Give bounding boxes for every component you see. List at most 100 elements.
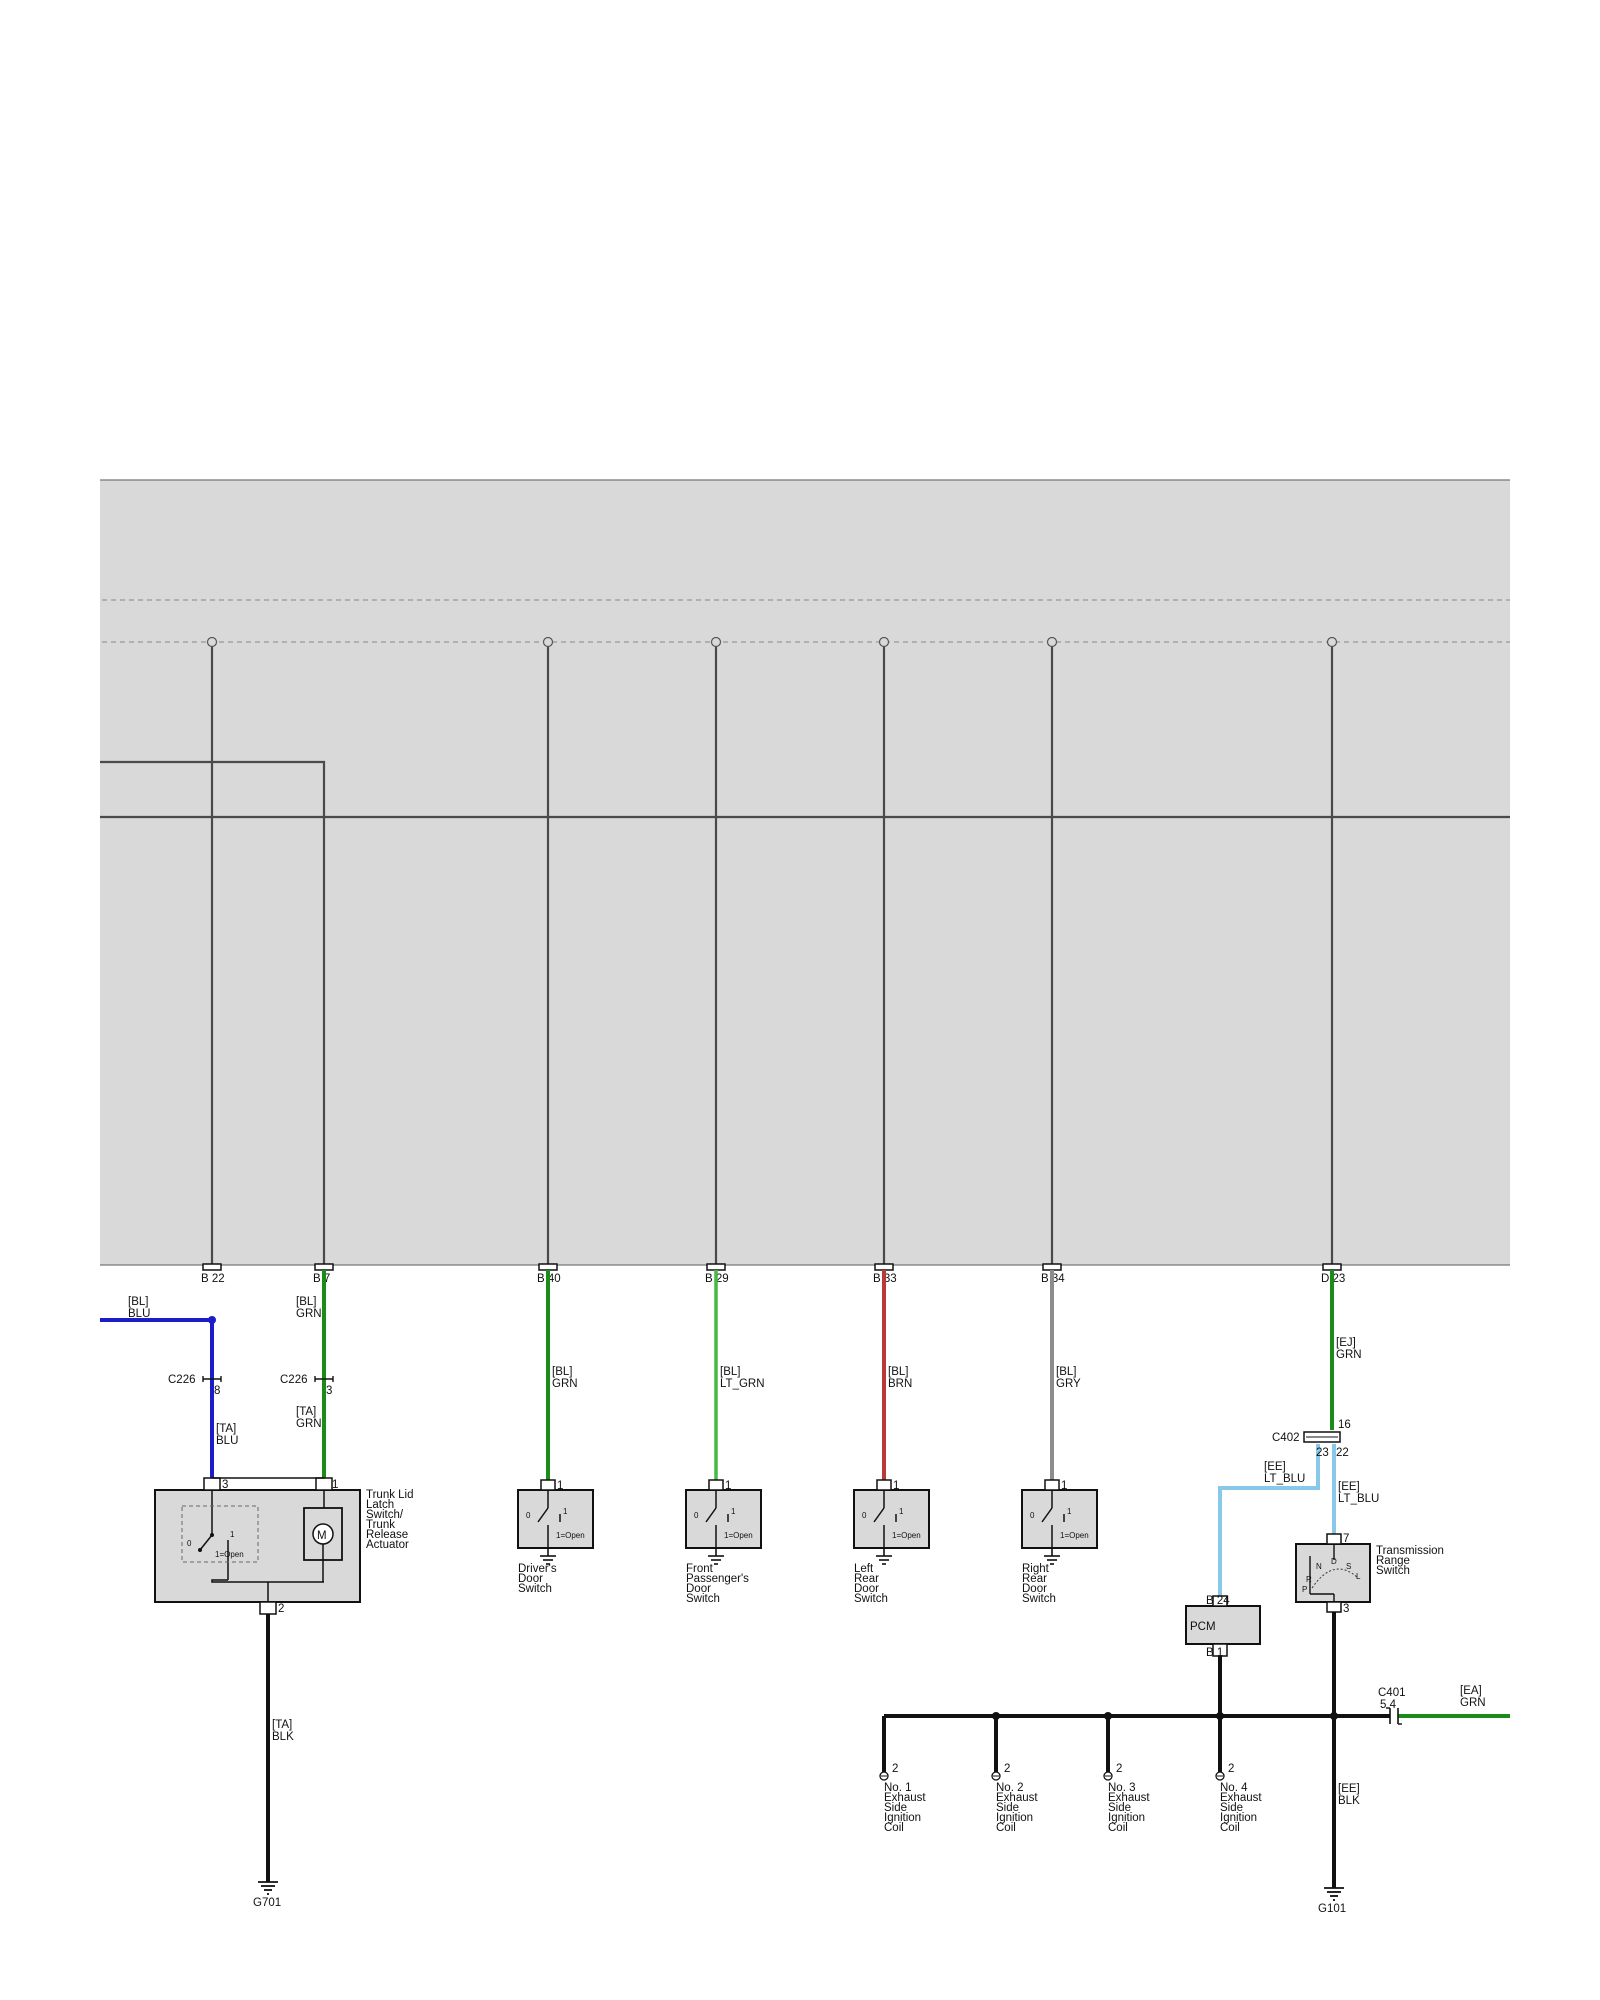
svg-text:2: 2	[1116, 1763, 1122, 1775]
svg-text:M: M	[317, 1530, 327, 1542]
svg-text:S: S	[1346, 1562, 1351, 1571]
svg-text:7: 7	[1343, 1533, 1349, 1545]
svg-text:B 1: B 1	[1206, 1647, 1223, 1659]
svg-text:5 4: 5 4	[1380, 1699, 1397, 1711]
svg-text:1: 1	[899, 1507, 904, 1516]
svg-text:L: L	[1356, 1572, 1361, 1581]
svg-text:PCM: PCM	[1190, 1621, 1216, 1633]
ignition-coil-2: 2 No. 2 Exhaust Side Ignition Coil	[991, 1763, 1041, 1834]
right-rear-door-switch: 1 0 1 1=Open Right Rear Door Switch	[1021, 1479, 1098, 1605]
drivers-door-switch: 1 0 1 1=Open Driver's Door Switch	[517, 1479, 594, 1595]
svg-text:0: 0	[694, 1511, 699, 1520]
svg-text:1: 1	[731, 1507, 736, 1516]
connector-c401: C401 5 4	[1378, 1687, 1406, 1725]
svg-text:C401: C401	[1378, 1687, 1406, 1699]
svg-text:0: 0	[862, 1511, 867, 1520]
drivers-door-label: Driver's Door Switch	[518, 1563, 560, 1595]
ground-g101: G101	[1318, 1887, 1346, 1915]
connector-c402: C402 16 23 22	[1272, 1419, 1351, 1459]
wire-label-fp: [BL]LT_GRN	[720, 1366, 765, 1390]
svg-text:16: 16	[1338, 1419, 1351, 1431]
svg-text:1=Open: 1=Open	[724, 1531, 753, 1540]
svg-text:D: D	[1331, 1557, 1337, 1566]
wire-label-lr: [BL]BRN	[888, 1366, 912, 1390]
module-pin-connectors	[202, 1263, 1342, 1271]
svg-text:1=Open: 1=Open	[1060, 1531, 1089, 1540]
svg-text:1: 1	[725, 1480, 731, 1492]
svg-text:P: P	[1302, 1585, 1307, 1594]
svg-text:2: 2	[278, 1603, 284, 1615]
wire-label-ee-blk: [EE]BLK	[1338, 1783, 1360, 1807]
svg-text:1: 1	[563, 1507, 568, 1516]
left-rear-door-label: Left Rear Door Switch	[854, 1563, 888, 1605]
transmission-range-label: Transmission Range Switch	[1376, 1545, 1447, 1577]
wire-label-b7: [BL]GRN	[296, 1296, 322, 1320]
svg-text:3: 3	[1343, 1603, 1349, 1615]
ground-icon	[540, 1548, 556, 1565]
svg-text:1: 1	[230, 1530, 235, 1539]
svg-text:0: 0	[526, 1511, 531, 1520]
svg-text:N: N	[1316, 1562, 1322, 1571]
svg-text:No. 3 Exhaust Side: No. 3 Exhaust Side Ignition Coil	[1108, 1782, 1153, 1834]
svg-text:23: 23	[1316, 1447, 1329, 1459]
trunk-lid-latch-actuator: 3 1 2 0 1 1=Open M Trunk Lid Latch Switc…	[154, 1477, 417, 1615]
wire-label-drv: [BL]GRN	[552, 1366, 578, 1390]
svg-text:3: 3	[222, 1479, 228, 1491]
svg-text:1=Open: 1=Open	[215, 1550, 244, 1559]
wire-ee-ltblu-pcm	[1218, 1444, 1320, 1596]
wire-label-ee-pcm: [EE]LT_BLU	[1264, 1461, 1305, 1485]
pcm-module: PCM B 24 B 1	[1185, 1595, 1261, 1659]
svg-text:1=Open: 1=Open	[892, 1531, 921, 1540]
svg-text:No. 1 Exhaust Side: No. 1 Exhaust Side Ignition Coil	[884, 1782, 929, 1834]
wire-label-ta-blu: [TA]BLU	[216, 1423, 238, 1447]
ground-wires	[266, 1610, 1390, 1888]
ground-g701: G701	[253, 1881, 281, 1909]
connector-c226-grn: C226 3	[280, 1374, 334, 1397]
svg-text:C226: C226	[280, 1374, 308, 1386]
svg-text:1: 1	[1061, 1480, 1067, 1492]
svg-text:G701: G701	[253, 1897, 281, 1909]
svg-text:3: 3	[326, 1385, 332, 1397]
wire-labels: [BL]BLU [BL]GRN [TA]BLU [TA]GRN [BL]GRN …	[128, 1296, 1486, 1807]
wire-label-ee-trs: [EE]LT_BLU	[1338, 1481, 1379, 1505]
svg-text:1: 1	[893, 1480, 899, 1492]
trunk-lid-label: Trunk Lid Latch Switch/ Trunk Release Ac…	[366, 1489, 417, 1551]
svg-text:G101: G101	[1318, 1903, 1346, 1915]
ground-icon	[876, 1548, 892, 1565]
front-passenger-door-switch: 1 0 1 1=Open Front Passenger's Door Swit…	[685, 1479, 762, 1605]
svg-text:2: 2	[1228, 1763, 1234, 1775]
svg-text:R: R	[1306, 1575, 1312, 1584]
svg-text:C402: C402	[1272, 1432, 1300, 1444]
connector-c226-blu: C226 8	[168, 1374, 222, 1397]
ground-icon	[1044, 1548, 1060, 1565]
wire-label-rr: [BL]GRY	[1056, 1366, 1081, 1390]
wire-label-left-blu: [BL]BLU	[128, 1296, 150, 1320]
wire-label-ej: [EJ]GRN	[1336, 1337, 1362, 1361]
wire-label-ea: [EA]GRN	[1460, 1685, 1486, 1709]
pin-label-b22: B 22	[201, 1273, 225, 1285]
svg-text:No. 2 Exhaust Side: No. 2 Exhaust Side Ignition Coil	[996, 1782, 1041, 1834]
svg-text:C226: C226	[168, 1374, 196, 1386]
pin-label-b7: B 7	[313, 1273, 330, 1285]
svg-text:2: 2	[1004, 1763, 1010, 1775]
svg-text:1: 1	[1067, 1507, 1072, 1516]
svg-text:1: 1	[557, 1480, 563, 1492]
svg-text:2: 2	[892, 1763, 898, 1775]
ground-icon	[708, 1548, 724, 1565]
transmission-range-switch: 7 3 P R N D S L Transmission Range Switc…	[1295, 1533, 1447, 1615]
wire-label-ta-blk: [TA]BLK	[272, 1719, 294, 1743]
front-passenger-door-label: Front Passenger's Door Switch	[686, 1563, 752, 1605]
module-internal-wiring	[100, 642, 1510, 1266]
ignition-coil-3: 2 No. 3 Exhaust Side Ignition Coil	[1103, 1763, 1153, 1834]
svg-text:1=Open: 1=Open	[556, 1531, 585, 1540]
left-rear-door-switch: 1 0 1 1=Open Left Rear Door Switch	[853, 1479, 930, 1605]
ignition-coil-4: 2 No. 4 Exhaust Side Ignition Coil	[1215, 1763, 1262, 1834]
svg-text:0: 0	[187, 1539, 192, 1548]
wire-label-ta-grn: [TA]GRN	[296, 1406, 322, 1430]
ignition-coil-1: 2 No. 1 Exhaust Side Ignition Coil	[879, 1763, 929, 1834]
right-rear-door-label: Right Rear Door Switch	[1022, 1563, 1056, 1605]
ground-icon	[1324, 1887, 1344, 1901]
svg-text:1: 1	[332, 1479, 338, 1491]
svg-text:8: 8	[214, 1385, 220, 1397]
